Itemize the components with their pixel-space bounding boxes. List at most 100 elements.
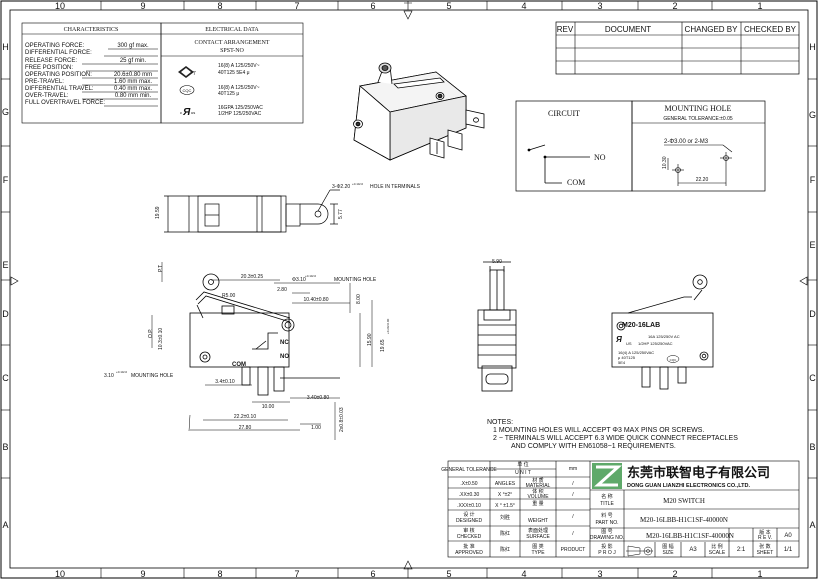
tb-weight: WEIGHT (528, 518, 548, 524)
note-2b: AND COMPLY WITH EN61058−1 REQUIREMENTS. (511, 443, 676, 450)
zone-row-f-left: F (3, 175, 9, 185)
mounting-hole-title: MOUNTING HOLE (665, 104, 732, 113)
char-label-3: FREE POSITION: (25, 65, 73, 71)
char-label-1: DIFFERENTIAL FORCE: (25, 50, 92, 56)
tb-sheet-value: 1/1 (784, 547, 793, 553)
rev-header-document: DOCUMENT (605, 25, 651, 34)
revision-table: REV DOCUMENT CHANGED BY CHECKED BY (555, 21, 800, 75)
tb-unit: U N I T (515, 470, 531, 476)
company-logo-icon (592, 463, 622, 489)
svg-text:us: us (191, 110, 195, 115)
zone-col-6-bottom: 6 (370, 569, 375, 579)
zone-row-e-right: E (809, 240, 815, 250)
circuit-com-label: COM (567, 178, 585, 187)
zone-col-5-top: 5 (446, 1, 451, 11)
center-mark-left-icon (10, 276, 19, 286)
electrical-title: ELECTRICAL DATA (205, 27, 259, 33)
mounting-hole-dim-v: 10.30 (662, 156, 668, 169)
char-label-7: OVER-TRAVEL: (25, 93, 69, 99)
dim-15-90: 15.90 (367, 333, 373, 346)
characteristics-table: CHARACTERISTICS OPERATING FORCE: DIFFERE… (21, 22, 162, 124)
tb-partno-cn: 料 号 (601, 512, 612, 519)
tb-approved-cn: 批 准 (463, 543, 474, 550)
svg-text:7: 7 (193, 71, 196, 77)
char-label-2: RELEASE FORCE: (25, 58, 77, 64)
center-mark-bottom-icon (403, 560, 413, 570)
electrical-data-table: ELECTRICAL DATA CONTACT ARRANGEMENT SPST… (160, 22, 304, 124)
dim-mh-top-tol: +0.10/-0 (305, 274, 316, 278)
notes-block: NOTES: 1 MOUNTING HOLES WILL ACCEPT Φ3 M… (487, 419, 738, 450)
tb-volume-value: / (572, 492, 574, 498)
tb-type: TYPE (531, 550, 545, 556)
zone-row-c-right: C (809, 373, 816, 383)
zone-row-b-left: B (2, 442, 8, 452)
tb-partno-value: M20-16LBB-H1C1SF-40000N (640, 516, 728, 524)
tb-general-tolerance: GENERAL TOLERANCE (441, 467, 497, 473)
zone-col-6-top: 6 (370, 1, 375, 11)
label-line5: 5E4 (618, 360, 626, 365)
zone-col-4-top: 4 (521, 1, 526, 11)
dim-10-00: 10.00 (262, 404, 275, 410)
tb-designed-cn: 设 计 (463, 511, 474, 518)
tb-surface-value: / (572, 531, 574, 537)
tb-designed: DESIGNED (456, 518, 483, 524)
contact-arrangement-value: SPST-NO (220, 48, 244, 54)
switch-side-view (477, 261, 517, 392)
tb-surface-cn: 表面处理 (528, 527, 548, 534)
zone-row-d-right: D (809, 309, 816, 319)
title-block (447, 460, 800, 558)
dim-r5: R5.00 (222, 293, 236, 299)
company-name-cn: 东莞市联智电子有限公司 (627, 465, 770, 480)
dim-mh-top: Φ3.10 (292, 277, 306, 283)
tb-scale-value: 2:1 (737, 547, 746, 553)
label-line4: μ 40T125 (618, 355, 636, 360)
tb-size-cn: 图 幅 (662, 543, 673, 550)
dim-terminal-holes-text: HOLE IN TERMINALS (370, 184, 421, 190)
tb-volume: VOLUME (527, 494, 549, 500)
dim-3-40: 3.40±0.80 (307, 395, 329, 401)
char-value-0: 300 gf max. (117, 43, 149, 49)
dim-19-59: 19.59 (155, 206, 161, 219)
tb-checked-by: 陈红 (500, 530, 510, 537)
char-label-5: PRE-TRAVEL: (25, 79, 64, 85)
tb-checked-cn: 审 核 (463, 527, 474, 534)
tb-unit-cn: 单 位 (517, 461, 528, 468)
tb-partno-en: PART NO. (595, 520, 618, 526)
zone-row-e-left: E (2, 260, 8, 270)
char-value-4: 20.6±0.80 mm (114, 72, 152, 78)
tb-size-value: A3 (689, 547, 697, 553)
label-no: NO (280, 354, 289, 360)
svg-text:c: c (180, 110, 182, 115)
zone-col-2-top: 2 (672, 1, 677, 11)
tb-sheet-cn: 张 数 (759, 543, 770, 550)
rev-header-checked-by: CHECKED BY (744, 25, 797, 34)
center-mark-right-icon (799, 276, 808, 286)
label-ul-icon: Я (615, 335, 622, 344)
tb-proj-cn: 投 影 (601, 543, 612, 550)
rating-ul-line1: 16GPA 125/250VAC (218, 105, 263, 111)
tb-unit-value: mm (569, 466, 577, 472)
rating-enec-line1: 16(8) A 125/250V~ (218, 63, 260, 69)
rating-enec-line2: 40T125 5E4 μ (218, 70, 250, 76)
dim-5-77: 5.77 (338, 209, 344, 219)
zone-row-a-left: A (2, 520, 8, 530)
tb-surface: SURFACE (526, 534, 550, 540)
dim-3-4: 3.4±0.10 (215, 379, 235, 385)
zone-row-a-right: A (809, 520, 815, 530)
char-value-6: 0.40 mm max. (114, 86, 152, 92)
zone-row-c-left: C (2, 373, 9, 383)
tb-rev-cn: 版 本 (759, 529, 770, 536)
characteristics-title: CHARACTERISTICS (64, 27, 119, 33)
char-label-8: FULL OVERTRAVEL FORCE: (25, 100, 105, 106)
dim-8-00: 8.00 (356, 294, 362, 304)
circuit-symbol-icon (527, 144, 590, 184)
rev-header-rev: REV (557, 25, 574, 34)
switch-front-view (189, 273, 340, 396)
label-model: M20-16LAB (622, 322, 660, 329)
tb-designed-by: 刘胜 (500, 514, 510, 521)
tb-tol-row2-b: X ° ±1.5° (495, 503, 515, 509)
label-line1: 16A 125/250V AC (648, 334, 680, 339)
label-cqc-icon (666, 355, 680, 363)
center-mark-top-icon (403, 2, 413, 20)
zone-row-d-left: D (2, 309, 9, 319)
